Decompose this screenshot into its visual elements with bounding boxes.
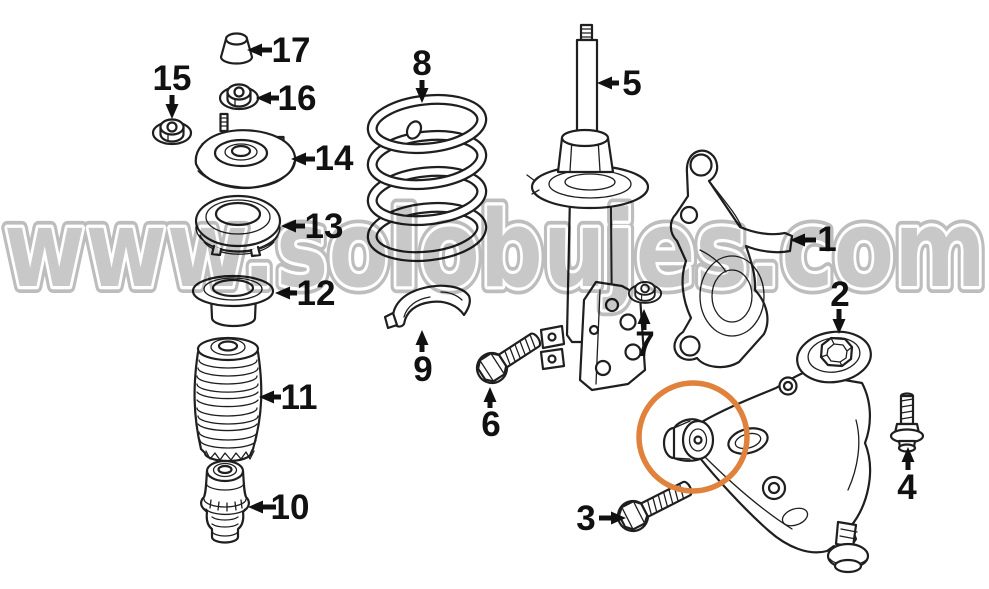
bolt-part-6 <box>475 332 542 385</box>
part-label-12: 12 <box>275 274 335 313</box>
svg-text:7: 7 <box>635 325 654 364</box>
part-label-7: 7 <box>635 309 655 364</box>
part-label-3: 3 <box>576 499 626 538</box>
svg-text:5: 5 <box>622 64 641 103</box>
part-label-17: 17 <box>247 31 310 70</box>
flange-nut-part-16 <box>218 83 260 111</box>
svg-text:3: 3 <box>576 499 595 538</box>
part-label-8: 8 <box>412 44 432 103</box>
svg-text:6: 6 <box>481 405 500 444</box>
svg-text:9: 9 <box>413 350 432 389</box>
svg-text:13: 13 <box>305 207 344 246</box>
coil-spring-part-8 <box>366 93 488 263</box>
svg-text:10: 10 <box>271 488 310 527</box>
svg-text:4: 4 <box>897 468 917 507</box>
steering-knuckle-part-1 <box>669 149 794 369</box>
svg-text:14: 14 <box>315 139 354 178</box>
flange-nut-part-15 <box>151 118 193 146</box>
part-label-10: 10 <box>248 488 309 527</box>
watermark: www.solobujes.com www.solobujes.com <box>0 181 989 318</box>
svg-text:2: 2 <box>830 275 849 314</box>
svg-text:17: 17 <box>272 31 311 70</box>
part-label-1: 1 <box>790 220 837 259</box>
svg-text:12: 12 <box>297 274 336 313</box>
front-bushing <box>662 418 715 462</box>
nut-part-7 <box>627 281 663 304</box>
part-label-9: 9 <box>413 330 433 389</box>
part-label-13: 13 <box>281 207 343 246</box>
bearing-seat-part-13 <box>194 194 282 258</box>
svg-text:15: 15 <box>153 59 192 98</box>
rear-bushing-mount <box>796 330 872 384</box>
spring-seat-part-12 <box>191 274 275 328</box>
svg-text:16: 16 <box>278 79 317 118</box>
strut-mount-part-14 <box>194 112 297 190</box>
part-label-2: 2 <box>830 275 850 334</box>
ball-joint <box>826 520 870 574</box>
highlight-circle <box>636 380 750 494</box>
svg-text:11: 11 <box>281 378 318 417</box>
part-label-16: 16 <box>256 79 316 118</box>
bump-stop-part-10 <box>200 459 250 544</box>
part-label-4: 4 <box>897 447 917 507</box>
dust-boot-part-11 <box>193 336 263 463</box>
watermark-text: www.solobujes.com <box>4 188 986 311</box>
strut-part-5 <box>526 23 650 392</box>
svg-text:8: 8 <box>412 44 431 83</box>
part-label-15: 15 <box>153 59 192 119</box>
svg-text:1: 1 <box>817 220 836 259</box>
bolt-part-3 <box>616 480 693 533</box>
bolt-part-4 <box>889 392 925 453</box>
lower-spring-seat-part-9 <box>383 284 471 330</box>
part-label-14: 14 <box>291 139 354 178</box>
control-arm-part-2 <box>662 330 872 574</box>
part-label-5: 5 <box>597 64 642 103</box>
part-label-11: 11 <box>259 378 318 417</box>
watermark-outline-text: www.solobujes.com <box>4 188 986 311</box>
strut-cap-part-17 <box>219 32 254 65</box>
part-label-6: 6 <box>481 387 501 444</box>
